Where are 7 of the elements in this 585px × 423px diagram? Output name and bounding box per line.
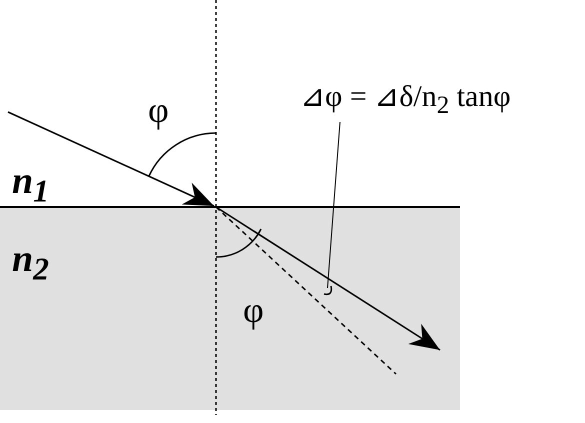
refractive-index-label: n$_{1}$ — [12, 162, 49, 208]
angle-label: φ — [243, 292, 264, 328]
leader-line — [327, 122, 340, 288]
small-angle-arc — [324, 286, 332, 296]
formula: ⊿φ = ⊿δ/n$_{2}$ tanφ — [300, 82, 511, 118]
angle-label: φ — [148, 92, 169, 128]
refractive-index-label: n$_{2}$ — [12, 240, 49, 286]
